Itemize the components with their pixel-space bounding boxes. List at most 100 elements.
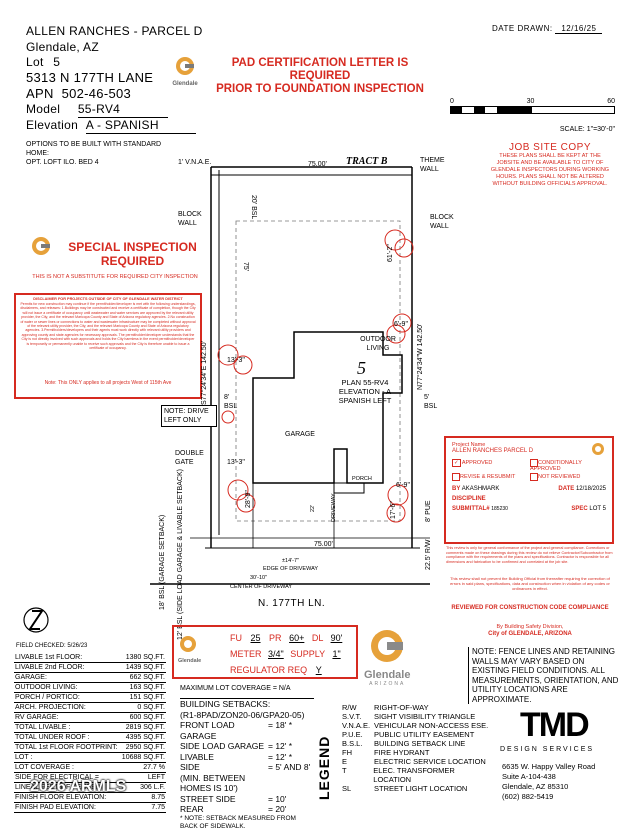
area-value: 662 SQ.FT. — [129, 674, 165, 681]
glendale-mark-icon — [371, 630, 404, 662]
area-value: 2950 SQ.FT. — [125, 744, 165, 751]
tree-icon — [233, 355, 253, 375]
width-top: 75.00' — [308, 161, 327, 168]
area-label: TOTAL 1st FLOOR FOOTPRINT: — [15, 744, 118, 751]
meter-label: METER — [230, 649, 262, 659]
area-value: 1439 SQ.FT. — [125, 664, 165, 671]
tree-icon — [386, 324, 406, 344]
center-driveway: CENTER OF DRIVEWAY — [230, 584, 293, 590]
reviewed-label: REVIEWED FOR CONSTRUCTION CODE COMPLIANC… — [451, 605, 609, 611]
glendale-mark-icon — [592, 443, 604, 455]
area-label: LIVABLE 1st FLOOR: — [15, 654, 83, 661]
legend-row: P.U.E.PUBLIC UTILITY EASEMENT — [342, 730, 492, 739]
legend-desc: SIGHT VISIBILITY TRIANGLE — [374, 712, 476, 721]
review-stamp: Project Name ALLEN RANCHES PARCEL D ✓ AP… — [444, 436, 614, 544]
setback-row: LIVABLE= 12' * — [180, 752, 314, 763]
review-project-label: Project Name — [452, 442, 486, 448]
scale-tick-30: 30 — [526, 98, 535, 105]
garage-setback: 18' BSL (GARAGE SETBACK) — [159, 514, 166, 610]
tree-icon — [387, 484, 409, 506]
legend-desc: BUILDING SETBACK LINE — [374, 739, 466, 748]
glendale-mark-icon — [32, 237, 50, 255]
glendale-name-large: Glendale — [364, 669, 411, 681]
edge-driveway: EDGE OF DRIVEWAY — [263, 566, 319, 572]
area-value: 4395 SQ.FT. — [125, 734, 165, 741]
setback-row: SIDE LOAD GARAGE= 12' * — [180, 741, 314, 752]
date-value: 12/18/2025 — [575, 486, 606, 492]
setback-label: (MIN. BETWEEN HOMES IS 10') — [180, 772, 246, 794]
block-wall-right: BLOCK WALL — [430, 214, 454, 230]
legend-desc: RIGHT-OF-WAY — [374, 703, 429, 712]
not-reviewed-option: NOT REVIEWED — [530, 473, 606, 481]
area-label: RV GARAGE: — [15, 714, 59, 721]
legend-desc: FIRE HYDRANT — [374, 748, 430, 757]
checkbox-checked-icon: ✓ — [452, 459, 461, 467]
setback-value: = 5' AND 8' — [268, 762, 311, 772]
setback-label: REAR — [180, 804, 204, 814]
side-bearing-left: S77°24'34"E 142.50' — [201, 340, 208, 405]
setback-row: SIDE = 5' AND 8' — [180, 762, 314, 773]
fence-note: NOTE: FENCE LINES AND RETAINING WALLS MA… — [468, 647, 622, 704]
checkbox-icon — [530, 473, 538, 481]
tree-dim-l1: 13'-3" — [227, 357, 245, 364]
submittal-value: 185230 — [491, 506, 508, 512]
legend-desc: ELEC. TRANSFORMER LOCATION — [373, 766, 455, 784]
setback-label: SIDE — [180, 762, 200, 772]
dl-label: DL — [311, 633, 324, 643]
firm-addr3: Glendale, AZ 85310 — [502, 782, 569, 791]
setbacks-zone: (R1-8PAD/ZON20-06/GPA20-05) — [180, 709, 305, 720]
date-drawn-label: DATE DRAWN: — [492, 24, 553, 33]
area-label: TOTAL LIVABLE : — [15, 724, 71, 731]
tree-icon — [392, 313, 412, 333]
approved-label: APPROVED — [461, 460, 493, 466]
bsl-8-label: 8' BSL — [224, 394, 238, 410]
legend-desc: ELECTRIC SERVICE LOCATION — [374, 757, 486, 766]
area-row: FINISH PAD ELEVATION:7.75 — [14, 803, 166, 813]
pad-cert-notice: PAD CERTIFICATION LETTER IS REQUIRED PRI… — [200, 57, 440, 96]
date-drawn: DATE DRAWN: 12/16/25 — [492, 24, 603, 34]
dim-14: ±14'-7" — [282, 558, 300, 564]
firm-addr2: Suite A-104-438 — [502, 772, 556, 781]
setbacks-title: BUILDING SETBACKS: — [180, 699, 271, 709]
glendale-mark-icon — [180, 636, 196, 652]
area-value: 151 SQ.FT. — [129, 694, 165, 701]
area-value: 7.75 — [151, 804, 165, 811]
review-division: By Building Safety Division, — [496, 624, 564, 630]
project-name: ALLEN RANCHES - PARCEL D — [26, 24, 203, 38]
area-value: 8.75 — [151, 794, 165, 801]
dl-value: 90' — [330, 633, 343, 643]
legend-row: E ELECTRIC SERVICE LOCATION — [342, 757, 492, 766]
rw-label: 22.5' R/W — [425, 539, 432, 570]
setback-value: = 20' — [268, 804, 287, 814]
setback-value: = 18' * — [268, 720, 293, 730]
setback-row: FRONT LOAD GARAGE= 18' * — [180, 720, 314, 741]
spec-value: LOT 5 — [589, 506, 606, 512]
pue-label: 8' PUE — [425, 500, 432, 522]
rear-bsl: 20' BSL — [250, 195, 257, 220]
disclaimer-body: Permits for new construction may continu… — [20, 302, 196, 351]
tree-dim-r4: 17'-6" — [390, 501, 397, 519]
cond-option: CONDITIONALLY APPROVED — [530, 459, 606, 472]
north-arrow-icon — [23, 607, 49, 633]
setbacks-note: * NOTE: SETBACK MEASURED FROM BACK OF SI… — [180, 814, 296, 830]
legend-row: V.N.A.E.VEHICULAR NON-ACCESS ESE. — [342, 721, 492, 730]
special-line1: SPECIAL INSPECTION — [68, 240, 197, 254]
double-gate-label: DOUBLE GATE — [175, 450, 204, 466]
area-label: TOTAL UNDER ROOF : — [15, 734, 90, 741]
house-footprint — [252, 331, 403, 484]
review-project-name: ALLEN RANCHES PARCEL D — [452, 448, 534, 454]
firm-addr1: 6635 W. Happy Valley Road — [502, 762, 596, 771]
lot-line: Lot 5 — [26, 55, 60, 70]
setback-value: = 10' — [268, 793, 287, 804]
setback-row: (MIN. BETWEEN HOMES IS 10') — [180, 773, 314, 794]
supply-value: 1" — [332, 649, 341, 659]
review-fine-2: This review shall not prevent the Buildi… — [450, 576, 610, 591]
area-value: 2819 SQ.FT. — [125, 724, 165, 731]
legend-abbr: E — [342, 757, 348, 766]
glendale-logo-fu: Glendale — [178, 635, 201, 664]
tree-dim-l2: 13'-3" — [227, 459, 245, 466]
legend-abbr: V.N.A.E. — [342, 721, 371, 730]
firm-logo: TMD — [520, 706, 590, 744]
